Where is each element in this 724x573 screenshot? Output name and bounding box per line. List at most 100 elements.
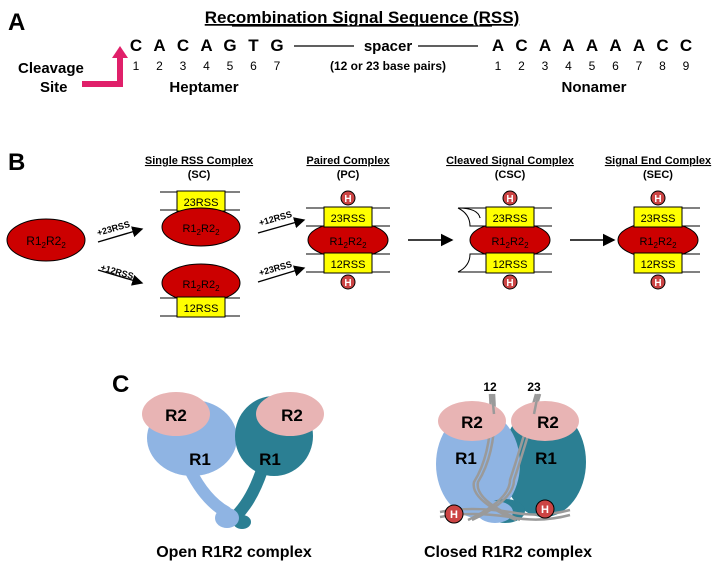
csc-protein-label: R12R22 <box>491 236 529 250</box>
heptamer-base: C <box>177 36 189 55</box>
open-r1-right-label: R1 <box>259 450 281 469</box>
cleaved-signal-complex: 23RSS 12RSS R12R22 H H <box>457 190 552 290</box>
pc-23rss-label: 23RSS <box>331 213 366 225</box>
nonamer-base: A <box>492 36 504 55</box>
panel-a-letter: A <box>8 9 25 36</box>
arrow-add12-bottom: +12RSS <box>97 262 144 286</box>
pc-12rss-label: 12RSS <box>331 259 366 271</box>
nonamer-position: 9 <box>683 59 690 73</box>
csc-hmgb-badge-top <box>502 190 518 206</box>
closed-label-12: 12 <box>483 380 497 394</box>
header-sec-abbr: (SEC) <box>643 169 673 181</box>
header-sc-abbr: (SC) <box>188 169 211 181</box>
panel-c-letter: C <box>112 371 129 398</box>
closed-complex-caption: Closed R1R2 complex <box>424 544 592 561</box>
open-left-stalk <box>184 464 232 518</box>
header-sec-title: Signal End Complex <box>605 155 712 167</box>
open-complex-caption: Open R1R2 complex <box>156 544 312 561</box>
svg-text:H: H <box>654 194 661 205</box>
sec-12rss-label: 12RSS <box>641 259 676 271</box>
nonamer-base: C <box>680 36 692 55</box>
nonamer-position: 5 <box>589 59 596 73</box>
spacer-label: spacer <box>364 38 413 55</box>
signal-end-complex: 23RSS 12RSS R12R22 H H <box>617 190 700 290</box>
cleavage-label-line1: Cleavage <box>18 60 84 77</box>
nonamer-base: A <box>539 36 551 55</box>
svg-text:+23RSS: +23RSS <box>96 219 131 238</box>
svg-text:H: H <box>506 194 513 205</box>
sec-protein-label: R12R22 <box>639 236 677 250</box>
sc-23rss-protein-label: R12R22 <box>182 223 220 237</box>
svg-text:+12RSS: +12RSS <box>99 262 134 281</box>
closed-r2-left <box>438 401 506 441</box>
nonamer-base: A <box>609 36 621 55</box>
sec-hmgb-badge-bottom <box>650 274 666 290</box>
heptamer-position: 5 <box>227 59 234 73</box>
header-pc-title: Paired Complex <box>306 155 390 167</box>
closed-r1r2-complex: R2 R2 R1 R1 12 23 H H <box>436 380 586 524</box>
closed-r1-left-label: R1 <box>455 449 477 468</box>
rss-title: Recombination Signal Sequence (RSS) <box>205 8 520 27</box>
heptamer-base: A <box>200 36 212 55</box>
open-r2-right-label: R2 <box>281 406 303 425</box>
pc-hmgb-badge-bottom <box>340 274 356 290</box>
open-r1r2-complex: R2 R2 R1 R1 <box>142 392 324 529</box>
paired-complex: 23RSS 12RSS R12R22 H H <box>306 190 390 290</box>
sec-hmgb-badge-top <box>650 190 666 206</box>
free-protein-label: R12R22 <box>26 234 66 250</box>
heptamer-label: Heptamer <box>169 79 238 96</box>
pc-protein-label: R12R22 <box>329 236 367 250</box>
closed-hmgb-badge-left <box>444 504 464 524</box>
closed-r2-right <box>511 401 579 441</box>
sc-12rss-complex: R12R22 12RSS <box>160 263 241 318</box>
sec-23rss-label: 23RSS <box>641 213 676 225</box>
svg-text:H: H <box>506 278 513 289</box>
svg-text:H: H <box>541 504 549 516</box>
heptamer-position: 2 <box>156 59 163 73</box>
heptamer-base: C <box>130 36 142 55</box>
heptamer-base: G <box>270 36 283 55</box>
header-csc-title: Cleaved Signal Complex <box>446 155 575 167</box>
nonamer-base: A <box>586 36 598 55</box>
header-sc-title: Single RSS Complex <box>145 155 254 167</box>
header-pc-abbr: (PC) <box>337 169 360 181</box>
heptamer-base: A <box>153 36 165 55</box>
nonamer-position: 1 <box>495 59 502 73</box>
nonamer-base: C <box>656 36 668 55</box>
svg-text:H: H <box>654 278 661 289</box>
arrow-add12-to-pc: +12RSS <box>258 209 306 234</box>
csc-hmgb-badge-bottom <box>502 274 518 290</box>
pc-hmgb-badge-top <box>340 190 356 206</box>
spacer-note: (12 or 23 base pairs) <box>330 59 446 73</box>
nonamer-position: 8 <box>659 59 666 73</box>
closed-r1-right-label: R1 <box>535 449 557 468</box>
heptamer-position: 6 <box>250 59 257 73</box>
svg-text:H: H <box>450 509 458 521</box>
sc-23rss-label: 23RSS <box>184 197 219 209</box>
heptamer-position: 1 <box>133 59 140 73</box>
open-r2-left <box>142 392 210 436</box>
nonamer-position: 4 <box>565 59 572 73</box>
cleavage-label-line2: Site <box>40 79 68 96</box>
nonamer-position: 7 <box>636 59 643 73</box>
nonamer-position: 2 <box>518 59 525 73</box>
sc-12rss-protein-label: R12R22 <box>182 279 220 293</box>
svg-text:+23RSS: +23RSS <box>258 259 293 278</box>
nonamer-base: A <box>562 36 574 55</box>
heptamer-position: 7 <box>274 59 281 73</box>
open-r2-left-label: R2 <box>165 406 187 425</box>
heptamer-position: 4 <box>203 59 210 73</box>
svg-text:H: H <box>344 194 351 205</box>
open-r1-left-label: R1 <box>189 450 211 469</box>
panel-b-letter: B <box>8 149 25 176</box>
heptamer-base: T <box>248 36 259 55</box>
open-r2-right <box>256 392 324 436</box>
open-left-foot <box>215 508 239 528</box>
svg-text:H: H <box>344 278 351 289</box>
open-right-stalk <box>230 464 268 522</box>
sc-23rss-complex: 23RSS R12R22 <box>160 190 241 247</box>
